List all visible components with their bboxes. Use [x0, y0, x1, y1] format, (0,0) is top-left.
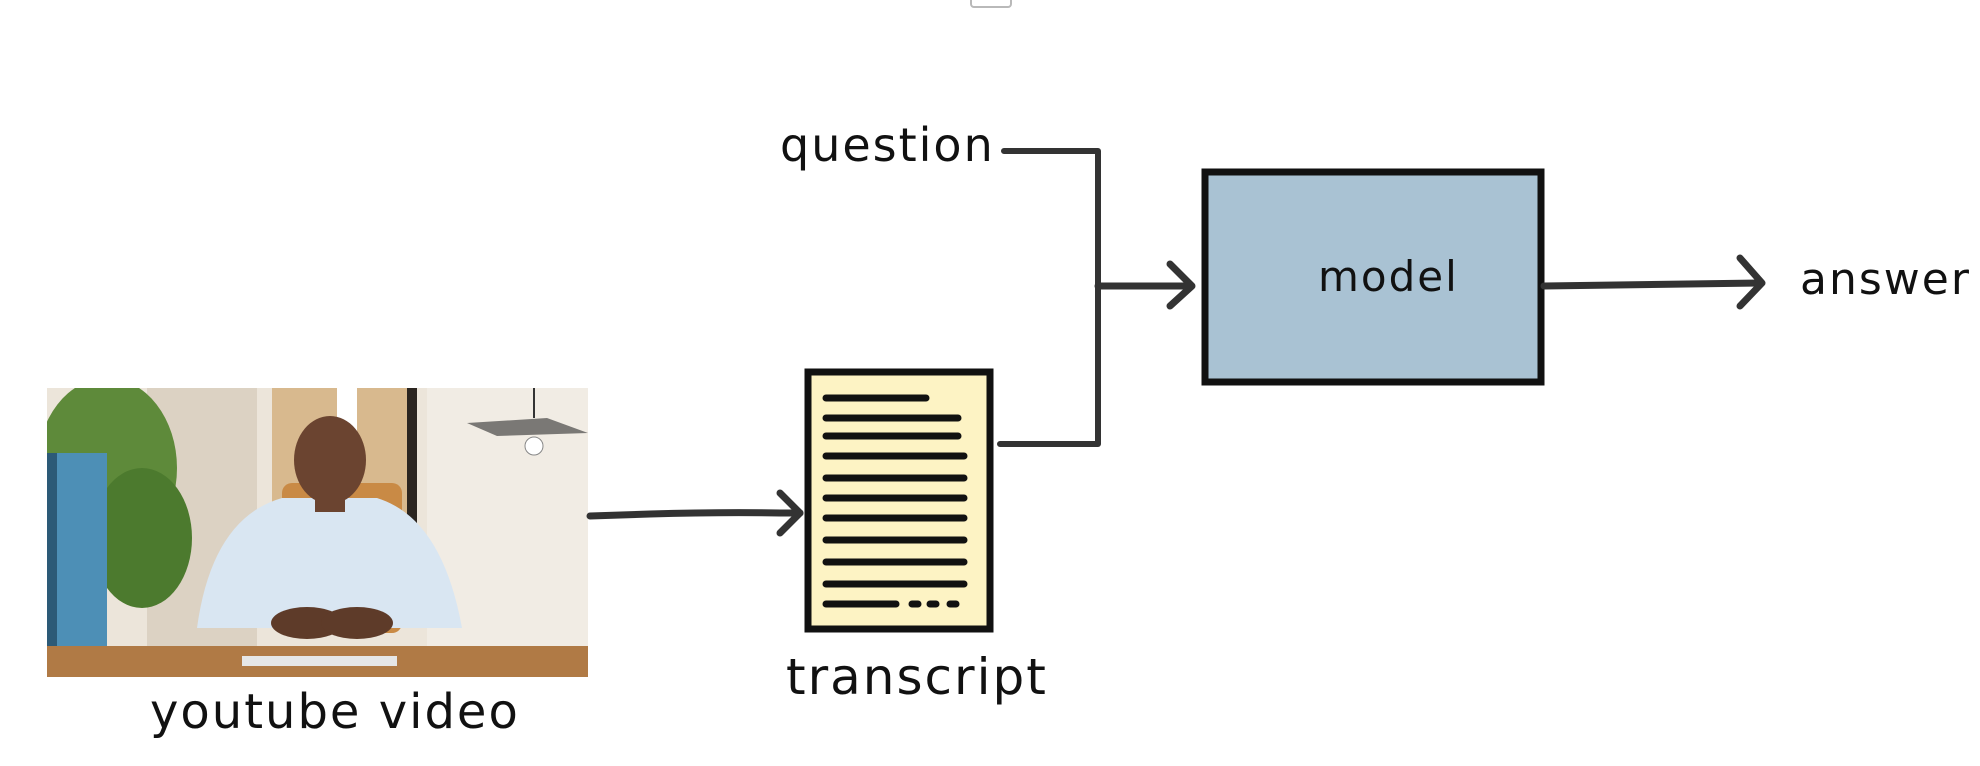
arrow-model-to-answer — [1540, 279, 1764, 290]
document-icon[interactable] — [804, 368, 994, 633]
video-person-neck — [315, 496, 345, 512]
connector-bracket — [997, 148, 1101, 447]
video-plant-lower — [92, 468, 192, 608]
youtube-video-thumbnail[interactable] — [47, 388, 588, 677]
video-monitor-edge — [47, 453, 57, 658]
video-person-hands-right — [321, 607, 393, 639]
video-lamp-bulb — [524, 436, 544, 456]
video-person-shirt — [197, 498, 462, 628]
video-person-hands-left — [271, 607, 343, 639]
video-door-frame — [407, 388, 417, 618]
arrowhead-video-to-transcript — [776, 489, 804, 537]
video-keyboard — [242, 656, 397, 666]
video-curtain-right — [427, 388, 588, 677]
video-person-head — [294, 416, 366, 504]
answer-label: answer — [1800, 254, 1971, 305]
arrow-video-to-transcript — [586, 509, 804, 520]
model-box[interactable] — [1201, 168, 1545, 386]
video-lamp-shade — [467, 418, 588, 436]
drag-handle[interactable] — [970, 0, 1012, 8]
question-label: question — [780, 118, 995, 172]
transcript-label: transcript — [786, 648, 1048, 706]
arrowhead-junction-to-model — [1166, 260, 1196, 310]
arrowhead-model-to-answer — [1736, 254, 1766, 310]
youtube-video-label: youtube video — [150, 684, 520, 740]
video-thumbnail-icon — [47, 388, 588, 677]
model-label: model — [1318, 252, 1459, 301]
